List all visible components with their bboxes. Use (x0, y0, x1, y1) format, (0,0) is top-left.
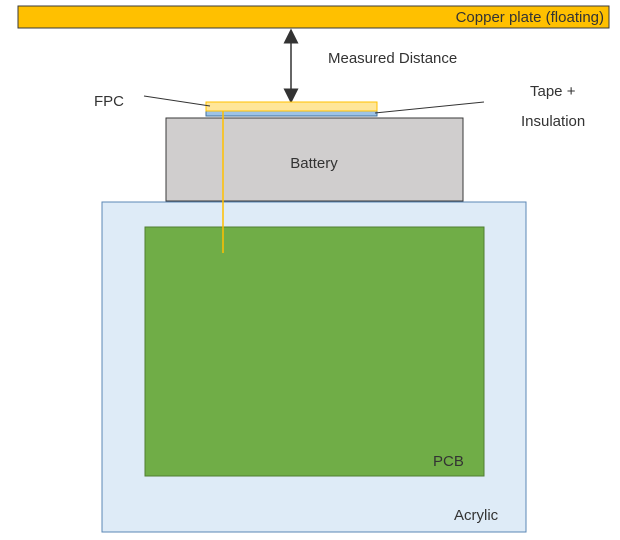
battery-block (165, 117, 464, 202)
tape-leader-line (374, 101, 485, 114)
acrylic-label: Acrylic (454, 507, 499, 524)
measured-distance-label: Measured Distance (328, 50, 457, 67)
battery-label: Battery (290, 155, 338, 172)
pcb-label: PCB (433, 453, 464, 470)
copper-plate-label: Copper plate (floating) (456, 9, 604, 26)
fpc-leader-line (143, 95, 211, 107)
fpc-label: FPC (94, 93, 124, 110)
fpc-layer (205, 101, 378, 112)
copper-plate (17, 5, 610, 29)
pcb-board (144, 226, 485, 477)
tape-label-line1: Tape + (530, 83, 576, 100)
tape-label-line2: Insulation (521, 113, 585, 130)
